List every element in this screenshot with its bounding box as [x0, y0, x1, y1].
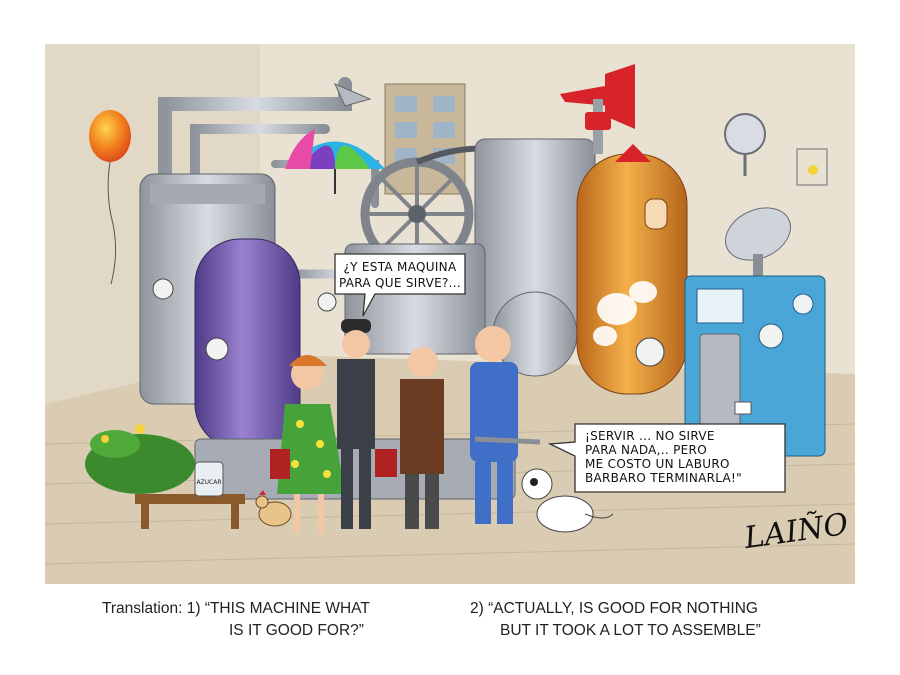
old-man — [375, 347, 444, 529]
answer-line-2: PARA NADA,.. PERO — [585, 443, 707, 457]
answer-line-3: ME COSTO UN LABURO — [585, 457, 730, 471]
translation-caption-2: 2) “ACTUALLY, IS GOOD FOR NOTHING BUT IT… — [470, 598, 850, 642]
potted-plant — [85, 424, 245, 529]
question-line-2: PARA QUE SIRVE?... — [339, 276, 461, 290]
cartoon-illustration: AZUCAR ¿Y ESTA MAQUINA PARA QUE SIRVE?..… — [45, 44, 855, 584]
satellite-dish — [725, 207, 791, 279]
birdcage — [796, 148, 828, 186]
speech-bubble-answer: ¡SERVIR ... NO SIRVE PARA NADA,.. PERO M… — [547, 423, 786, 493]
caption-2-line-2: BUT IT TOOK A LOT TO ASSEMBLE” — [500, 622, 761, 639]
balloon — [89, 110, 131, 285]
building-cabinet — [384, 83, 466, 195]
purple-tank — [152, 238, 337, 450]
mechanic — [470, 326, 541, 524]
shower-head-icon — [334, 83, 372, 107]
translation-caption-1: Translation: 1) “THIS MACHINE WHAT IS IT… — [102, 598, 442, 642]
caption-1-line-2: IS IT GOOD FOR?” — [229, 622, 364, 639]
answer-line-1: ¡SERVIR ... NO SIRVE — [585, 429, 715, 443]
caption-1-line-1: Translation: 1) “THIS MACHINE WHAT — [102, 600, 370, 617]
svg-text:AZUCAR: AZUCAR — [196, 479, 221, 486]
red-horn — [560, 64, 635, 154]
speech-bubble-question: ¿Y ESTA MAQUINA PARA QUE SIRVE?... — [334, 253, 466, 317]
umbrella — [285, 129, 385, 194]
caption-2-line-1: 2) “ACTUALLY, IS GOOD FOR NOTHING — [470, 600, 758, 617]
sugar-jar: AZUCAR — [194, 461, 224, 497]
woman — [270, 355, 345, 534]
chicken — [255, 490, 292, 527]
man-in-suit — [337, 319, 375, 529]
answer-line-4: BARBARO TERMINARLA!" — [585, 471, 742, 485]
dog — [521, 468, 614, 533]
electric-fan — [724, 113, 766, 176]
orange-tank — [576, 144, 688, 395]
question-line-1: ¿Y ESTA MAQUINA — [344, 260, 457, 274]
